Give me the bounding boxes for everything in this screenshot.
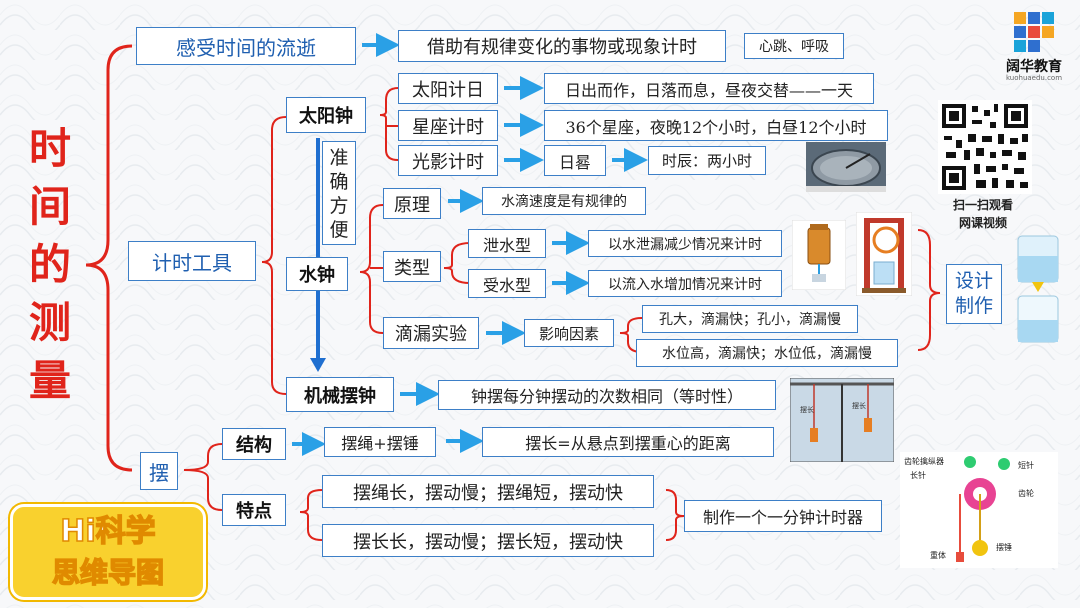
gear-label-bob: 摆锤 — [996, 542, 1012, 552]
type-inflow-desc: 以流入水增加情况来计时 — [588, 270, 782, 297]
pendulum-clock-desc: 钟摆每分钟摆动的次数相同（等时性） — [438, 380, 776, 410]
hi-science-badge: Hi科学 思维导图 — [10, 504, 206, 600]
main-title: 时间的测量 — [28, 124, 71, 405]
sundial-image — [806, 142, 886, 192]
sun-brace — [379, 87, 399, 161]
water-brace — [359, 204, 384, 334]
structure: 结构 — [222, 428, 286, 460]
principle: 原理 — [383, 188, 441, 219]
sun-item-3: 光影计时 — [398, 145, 498, 176]
sun-clock: 太阳钟 — [286, 97, 366, 133]
brand-logo-icon — [1014, 12, 1054, 52]
gear-label-escapement: 齿轮擒纵器 — [904, 456, 944, 466]
result-2: 水位高，滴漏快；水位低，滴漏慢 — [636, 339, 898, 367]
pendulum-brace — [183, 443, 223, 511]
arrows — [292, 33, 648, 456]
type-brace — [443, 242, 471, 284]
mechanical-pendulum-clock: 机械摆钟 — [286, 377, 394, 412]
shichen-box: 时辰：两小时 — [648, 146, 766, 175]
type-inflow: 受水型 — [468, 269, 546, 298]
gear-label-gear: 齿轮 — [1018, 488, 1034, 498]
branch-pendulum: 摆 — [140, 452, 178, 490]
type-label: 类型 — [383, 251, 441, 282]
drip-experiment: 滴漏实验 — [383, 317, 479, 349]
principle-desc: 水滴速度是有规律的 — [482, 187, 646, 215]
accuracy-label: 准确方便 — [322, 141, 356, 245]
escapement-diagram: 齿轮擒纵器 长针 短针 齿轮 重体 摆锤 — [900, 452, 1058, 568]
brand-name: 阔华教育 — [1006, 59, 1062, 75]
feature-2: 摆长长，摆动慢；摆长短，摆动快 — [322, 524, 654, 557]
pendulum-label-left: 摆长 — [800, 405, 814, 414]
sundial-box: 日晷 — [544, 145, 606, 176]
drain-water-clock-image — [792, 220, 846, 290]
influence-factor: 影响因素 — [524, 319, 614, 347]
branch-feel-time: 感受时间的流逝 — [136, 27, 356, 65]
features: 特点 — [222, 494, 286, 526]
water-clock: 水钟 — [286, 257, 348, 291]
brand-url: kuohuaedu.com — [1005, 74, 1063, 82]
inflow-water-clock-image — [856, 212, 912, 296]
gear-label-short-hand: 短针 — [1018, 460, 1034, 470]
qr-code-icon[interactable] — [938, 100, 1032, 194]
gear-label-long-hand: 长针 — [910, 470, 926, 480]
length-definition: 摆长=从悬点到摆重心的距离 — [482, 427, 774, 457]
sun-desc-2: 36个星座，夜晚12个小时，白昼12个小时 — [544, 110, 888, 141]
feel-time-example: 心跳、呼吸 — [744, 33, 844, 59]
sun-desc-1: 日出而作，日落而息，昼夜交替——一天 — [544, 73, 874, 104]
design-make: 设计制作 — [946, 264, 1002, 324]
make-timer-task: 制作一个一分钟计时器 — [684, 500, 882, 532]
sun-item-2: 星座计时 — [398, 110, 498, 141]
structure-parts: 摆绳+摆锤 — [324, 427, 436, 457]
bottle-water-clock-image — [1017, 235, 1059, 343]
sun-item-1: 太阳计日 — [398, 73, 498, 104]
pendulum-label-right: 摆长 — [852, 401, 866, 410]
qr-caption: 扫一扫观看网课视频 — [952, 198, 1013, 230]
branch-tools: 计时工具 — [128, 241, 256, 281]
gear-label-weight: 重体 — [930, 550, 946, 560]
feel-time-desc: 借助有规律变化的事物或现象计时 — [398, 30, 726, 62]
tools-brace — [261, 116, 287, 395]
feature-1: 摆绳长，摆动慢；摆绳短，摆动快 — [322, 475, 654, 508]
result-1: 孔大，滴漏快；孔小，滴漏慢 — [642, 305, 858, 333]
main-brace — [85, 44, 133, 472]
type-drain: 泄水型 — [468, 229, 546, 258]
pendulum-photo: 摆长 摆长 — [790, 378, 894, 462]
type-drain-desc: 以水泄漏减少情况来计时 — [588, 230, 782, 257]
